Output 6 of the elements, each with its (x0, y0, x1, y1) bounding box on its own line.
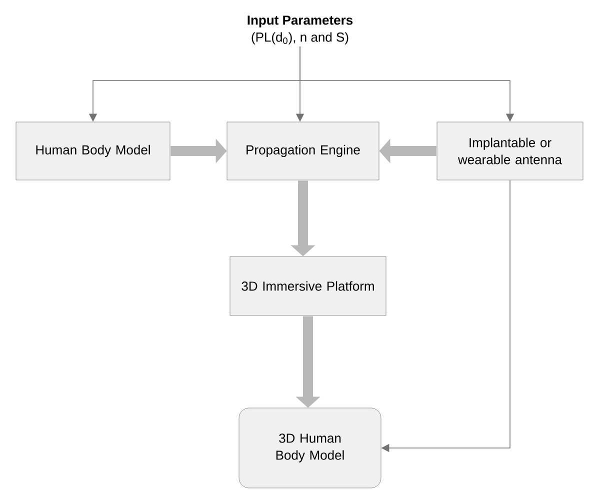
input-label: Input Parameters (PL(d$_{0}$), n and S) (248, 16, 353, 44)
process-box: Implantable or wearable antenna (436, 122, 584, 180)
process-box: Human Body Model (16, 122, 170, 180)
rounded-box: 3D Human Body Model (238, 408, 382, 488)
process-box: Propagation Engine (226, 122, 380, 180)
process-box: 3D Immersive Platform (230, 256, 386, 316)
